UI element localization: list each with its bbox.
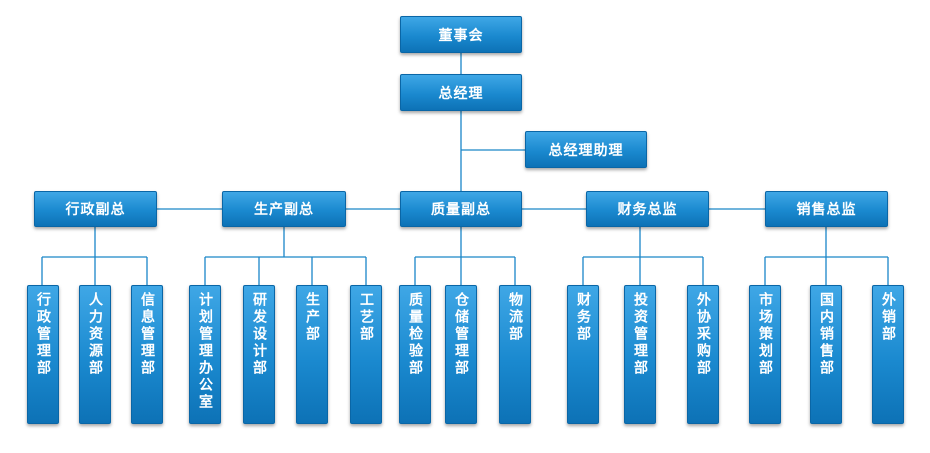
dept-marketing-planning: 市场策划部: [749, 285, 781, 424]
dept-label: 投资管理部: [632, 292, 648, 377]
dept-admin-management: 行政管理部: [27, 285, 59, 424]
dept-rnd-design: 研发设计部: [243, 285, 275, 424]
general-manager-label: 总经理: [438, 85, 484, 102]
sales-director-box: 销售总监: [765, 191, 888, 227]
dept-label: 仓储管理部: [453, 292, 469, 377]
dept-finance: 财务部: [567, 285, 599, 424]
dept-process: 工艺部: [350, 285, 382, 424]
dept-label: 外销部: [880, 292, 896, 343]
dept-domestic-sales: 国内销售部: [810, 285, 842, 424]
dept-label: 国内销售部: [818, 292, 834, 377]
dept-label: 财务部: [575, 292, 591, 343]
dept-label: 信息管理部: [139, 292, 155, 377]
dept-label: 市场策划部: [757, 292, 773, 377]
dept-outsourcing-procurement: 外协采购部: [687, 285, 719, 424]
dept-label: 外协采购部: [695, 292, 711, 377]
gm-assistant-label: 总经理助理: [548, 142, 624, 159]
vp-production-label: 生产副总: [254, 202, 314, 218]
cfo-box: 财务总监: [586, 191, 709, 227]
dept-label: 行政管理部: [35, 292, 51, 377]
cfo-label: 财务总监: [617, 202, 678, 218]
vp-production-box: 生产副总: [222, 191, 346, 227]
chairman-box: 董事会: [400, 16, 522, 53]
vp-quality-label: 质量副总: [431, 202, 491, 218]
dept-export-sales: 外销部: [872, 285, 904, 424]
dept-label: 生产部: [304, 292, 320, 343]
dept-human-resources: 人力资源部: [79, 285, 111, 424]
general-manager-box: 总经理: [400, 74, 522, 111]
dept-label: 研发设计部: [251, 292, 267, 377]
dept-investment: 投资管理部: [624, 285, 656, 424]
dept-label: 工艺部: [358, 292, 374, 343]
sales-director-label: 销售总监: [796, 202, 857, 218]
dept-label: 人力资源部: [87, 292, 103, 377]
dept-logistics: 物流部: [499, 285, 531, 424]
chairman-label: 董事会: [438, 27, 484, 44]
vp-admin-box: 行政副总: [34, 191, 157, 227]
dept-label: 计划管理办公室: [197, 292, 213, 411]
dept-quality-inspection: 质量检验部: [399, 285, 431, 424]
dept-warehouse: 仓储管理部: [445, 285, 477, 424]
dept-information-management: 信息管理部: [131, 285, 163, 424]
vp-quality-box: 质量副总: [400, 191, 522, 227]
dept-production: 生产部: [296, 285, 328, 424]
dept-label: 物流部: [507, 292, 523, 343]
dept-label: 质量检验部: [407, 292, 423, 377]
dept-planning-office: 计划管理办公室: [189, 285, 221, 424]
vp-admin-label: 行政副总: [65, 202, 126, 218]
gm-assistant-box: 总经理助理: [525, 131, 647, 168]
